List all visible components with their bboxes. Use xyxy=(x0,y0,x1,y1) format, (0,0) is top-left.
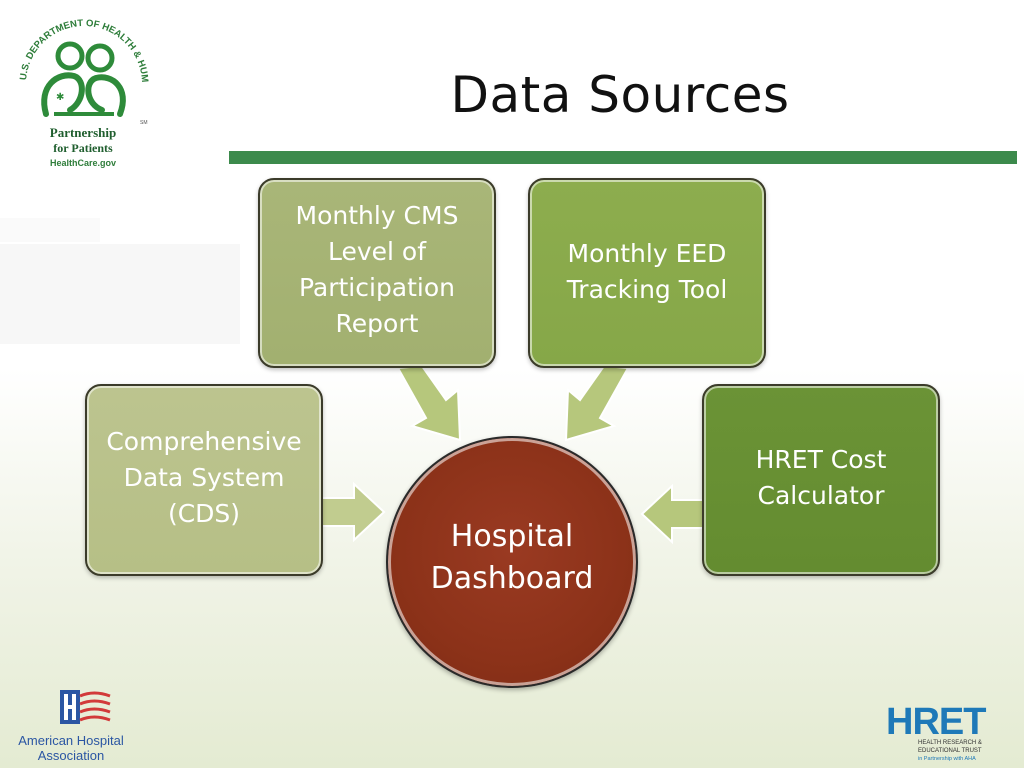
arrow-cms-to-hub xyxy=(396,364,462,442)
hret-line2: EDUCATIONAL TRUST xyxy=(918,748,982,754)
arrow-cds-to-hub xyxy=(321,481,386,543)
arrow-eed-to-hub xyxy=(564,364,630,442)
slide-title: Data Sources xyxy=(450,66,790,124)
hub-hospital-dashboard: Hospital Dashboard xyxy=(386,436,638,688)
hhs-line3: HealthCare.gov xyxy=(50,158,116,168)
source-label-hret-cost-calculator: HRET Cost Calculator xyxy=(755,445,887,510)
aha-wordmark: American Hospital Association xyxy=(6,733,136,763)
source-box-eed-tracking-tool: Monthly EED Tracking Tool xyxy=(528,178,766,368)
source-box-cms-report: Monthly CMS Level of Participation Repor… xyxy=(258,178,496,368)
hret-logo: HRET HEALTH RESEARCH & EDUCATIONAL TRUST… xyxy=(886,701,987,762)
title-rule xyxy=(229,151,1017,164)
aha-logo xyxy=(60,690,111,724)
arrow-hret-to-hub xyxy=(640,483,705,545)
hret-wordmark: HRET xyxy=(886,701,986,743)
hret-line3: in Partnership with AHA xyxy=(918,756,976,762)
hub-label: Hospital Dashboard xyxy=(430,519,594,596)
hhs-line2: for Patients xyxy=(53,141,113,155)
source-label-cms-report: Monthly CMS Level of Participation Repor… xyxy=(295,201,459,338)
hret-line1: HEALTH RESEARCH & xyxy=(918,740,982,746)
background-band xyxy=(0,244,240,344)
hhs-partnership-logo: U.S. DEPARTMENT OF HEALTH & HUMAN SERVIC… xyxy=(8,6,158,174)
source-label-eed-tracking-tool: Monthly EED Tracking Tool xyxy=(566,239,728,304)
svg-text:✱: ✱ xyxy=(56,92,64,103)
hhs-line1: Partnership xyxy=(50,125,116,140)
source-label-cds: Comprehensive Data System (CDS) xyxy=(106,427,302,528)
source-box-cds: Comprehensive Data System (CDS) xyxy=(85,384,323,576)
source-box-hret-cost-calculator: HRET Cost Calculator xyxy=(702,384,940,576)
aha-line1: American Hospital xyxy=(18,733,124,748)
hhs-sm-mark: SM xyxy=(140,120,148,126)
aha-line2: Association xyxy=(37,748,105,763)
background-band xyxy=(0,218,100,242)
